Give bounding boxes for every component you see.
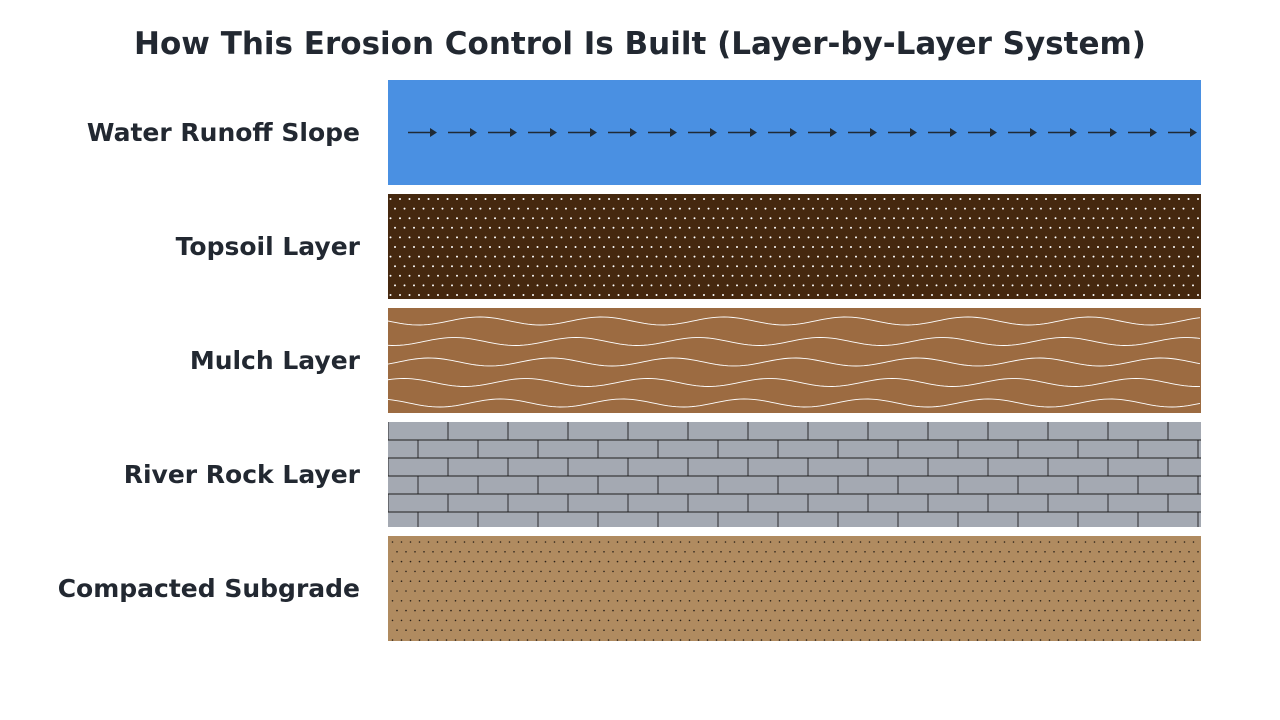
layer-fill: [388, 536, 1201, 641]
mulch-band: [388, 308, 1201, 413]
soil-particle-dots: [389, 198, 1199, 296]
river-rock-band: [388, 422, 1201, 527]
layer-fill: [388, 422, 1201, 527]
layer-row-topsoil: Topsoil Layer: [0, 194, 1280, 299]
layer-row-compacted-subgrade: Compacted Subgrade: [0, 536, 1280, 641]
diagram-title: How This Erosion Control Is Built (Layer…: [134, 26, 1146, 62]
flow-arrow-icons: [408, 128, 1197, 137]
mulch-fiber-lines: [388, 316, 1201, 408]
water-runoff-band: [388, 80, 1201, 185]
layer-row-river-rock: River Rock Layer: [0, 422, 1280, 527]
compacted-grain-dots: [391, 541, 1199, 641]
layer-row-mulch: Mulch Layer: [0, 308, 1280, 413]
layer-label: Topsoil Layer: [175, 232, 360, 261]
compacted-subgrade-band: [388, 536, 1201, 641]
rock-block-joints: [388, 422, 1201, 527]
layer-label: Water Runoff Slope: [86, 118, 360, 147]
layer-label: Compacted Subgrade: [57, 574, 360, 603]
layer-row-water-runoff: Water Runoff Slope: [0, 80, 1280, 185]
topsoil-band: [388, 194, 1201, 299]
layer-label: Mulch Layer: [189, 346, 360, 375]
layer-fill: [388, 308, 1201, 413]
layer-label: River Rock Layer: [123, 460, 360, 489]
